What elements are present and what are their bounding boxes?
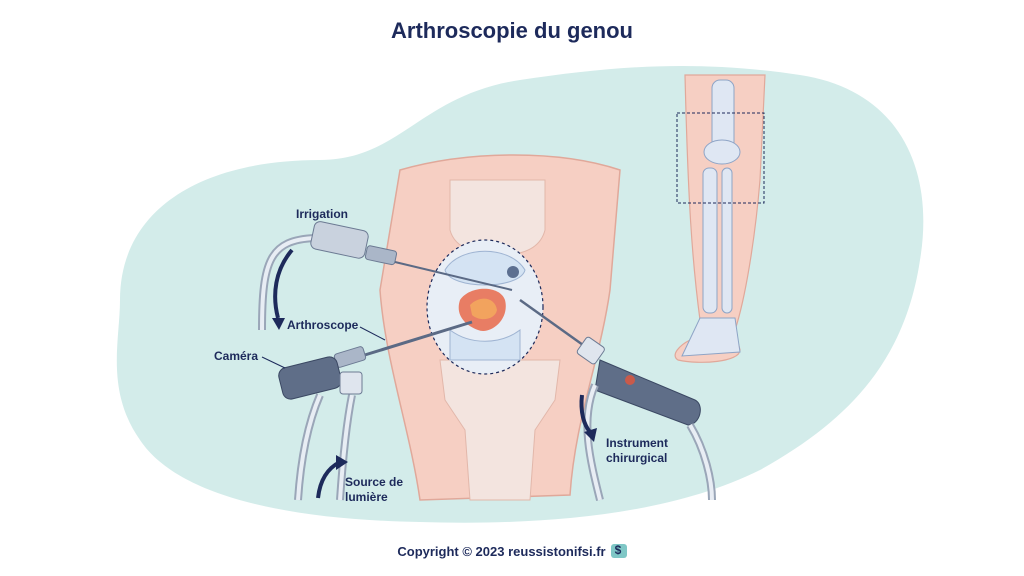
knee-zoom-box <box>676 112 765 204</box>
irrigation-flow-arrow <box>273 248 294 319</box>
label-camera: Caméra <box>214 349 259 363</box>
site-logo-icon <box>610 543 627 558</box>
copyright-text: Copyright © 2023 reussistonifsi.fr <box>397 544 606 559</box>
label-instrument: Instrument chirurgical <box>606 436 668 466</box>
label-irrigation: Irrigation <box>296 207 349 221</box>
copyright-footer: Copyright © 2023 reussistonifsi.fr <box>0 543 1024 559</box>
camera-leader <box>261 356 286 369</box>
label-instrument-line1: Instrument <box>606 436 669 450</box>
joint-interior <box>444 250 526 361</box>
leg-reference <box>674 74 766 363</box>
page-title: Arthroscopie du genou <box>391 18 633 43</box>
label-instrument-line2: chirurgical <box>606 451 668 465</box>
label-arthroscope: Arthroscope <box>287 318 359 332</box>
knee-bones <box>439 179 561 501</box>
arthroscope-leader <box>359 326 386 341</box>
instrument-flow-arrow <box>579 394 592 434</box>
label-light-source-line1: Source de <box>345 475 404 489</box>
arthroscope-device <box>278 320 473 501</box>
label-light-source-line2: lumière <box>345 490 388 504</box>
label-light-source: Source de lumière <box>345 475 403 505</box>
surgical-instrument <box>519 298 716 501</box>
irrigation-device <box>258 221 513 331</box>
